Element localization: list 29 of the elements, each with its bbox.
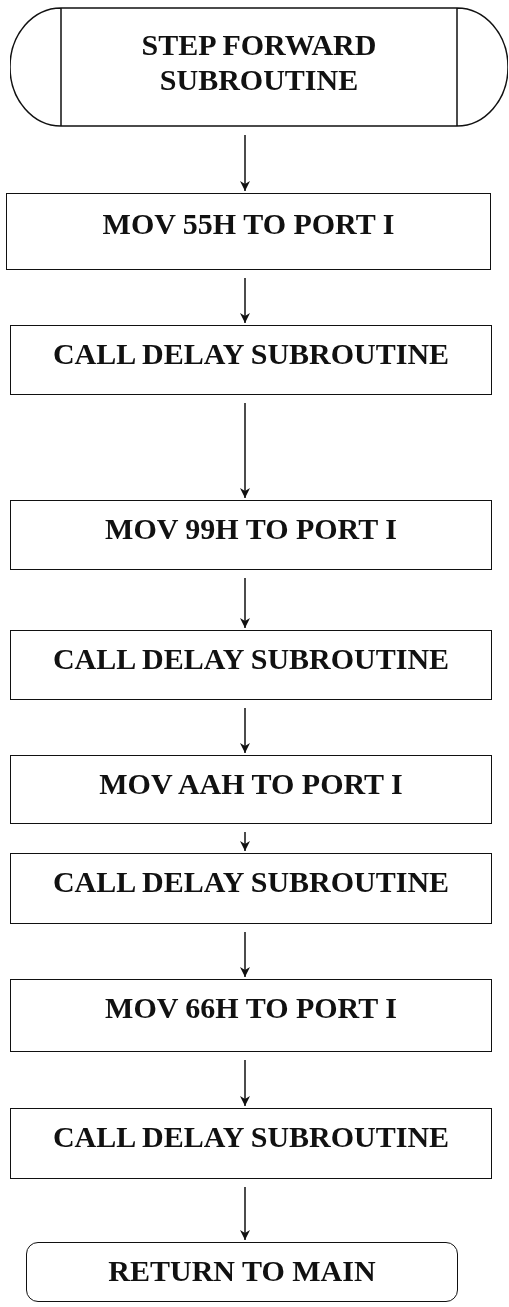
arrow bbox=[240, 931, 250, 978]
process-box bbox=[10, 1108, 492, 1179]
process-box bbox=[10, 500, 492, 570]
arrow bbox=[240, 134, 250, 192]
terminal-box bbox=[26, 1242, 458, 1302]
process-box bbox=[10, 979, 492, 1052]
arrow bbox=[240, 402, 250, 499]
step-label: CALL DELAY SUBROUTINE bbox=[52, 336, 450, 371]
process-box bbox=[6, 193, 491, 270]
step-label: MOV 99H TO PORT I bbox=[105, 511, 397, 546]
step-label: CALL DELAY SUBROUTINE bbox=[52, 864, 450, 899]
step-label: STEP FORWARD SUBROUTINE bbox=[140, 27, 378, 97]
arrow bbox=[240, 277, 250, 324]
process-box bbox=[10, 853, 492, 924]
step-label: CALL DELAY SUBROUTINE bbox=[52, 1119, 450, 1154]
terminal-shape bbox=[10, 7, 508, 127]
arrow bbox=[240, 577, 250, 629]
step-label: MOV 66H TO PORT I bbox=[105, 990, 397, 1025]
step-label: RETURN TO MAIN bbox=[108, 1253, 376, 1288]
arrow bbox=[240, 707, 250, 754]
step-label: MOV 55H TO PORT I bbox=[102, 206, 395, 241]
process-box bbox=[10, 755, 492, 824]
step-label: CALL DELAY SUBROUTINE bbox=[52, 641, 450, 676]
arrow bbox=[240, 1059, 250, 1107]
step-label: MOV AAH TO PORT I bbox=[99, 766, 403, 801]
process-box bbox=[10, 325, 492, 395]
arrow bbox=[240, 1186, 250, 1241]
arrow bbox=[240, 831, 250, 852]
process-box bbox=[10, 630, 492, 700]
